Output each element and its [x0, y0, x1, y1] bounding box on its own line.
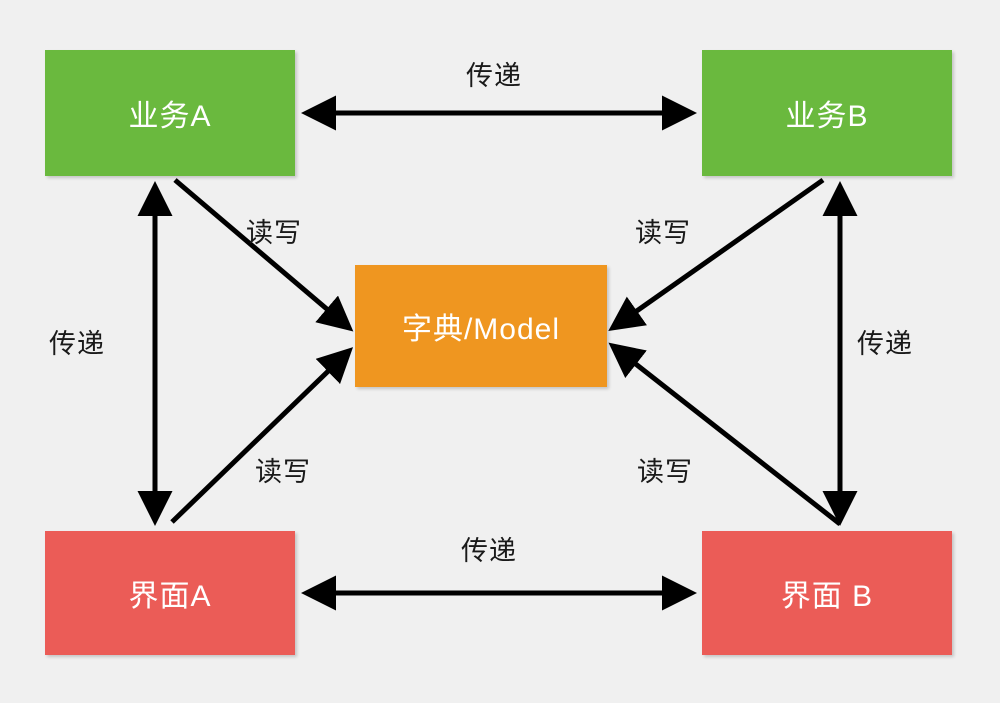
- edge-biz-b-model: [608, 177, 825, 332]
- edge-biz-a-model: [173, 178, 354, 332]
- node-ui-a[interactable]: 界面A: [45, 531, 295, 655]
- edge-label-ui-a-ui-b: 传递: [461, 536, 517, 566]
- node-biz-a[interactable]: 业务A: [45, 50, 295, 176]
- node-ui-a-label: 界面A: [128, 580, 212, 613]
- edge-label-biz-a-ui-a: 传递: [49, 329, 105, 359]
- node-biz-a-label: 业务A: [128, 100, 212, 133]
- edge-label-ui-a-model: 读写: [255, 457, 311, 487]
- node-model-label: 字典/Model: [401, 313, 561, 346]
- node-biz-b[interactable]: 业务B: [702, 50, 952, 176]
- edge-label-biz-a-biz-b: 传递: [466, 61, 522, 91]
- node-model[interactable]: 字典/Model: [355, 265, 607, 387]
- node-biz-b-label: 业务B: [785, 100, 869, 133]
- edge-label-biz-b-model: 读写: [635, 218, 691, 248]
- node-ui-b[interactable]: 界面 B: [702, 531, 952, 655]
- node-ui-b-label: 界面 B: [780, 580, 874, 613]
- edge-label-ui-b-model: 读写: [637, 457, 693, 487]
- edge-label-biz-a-model: 读写: [246, 218, 302, 248]
- edge-ui-b-model: [608, 342, 842, 526]
- edge-ui-a-model: [170, 347, 354, 524]
- edge-label-biz-b-ui-b: 传递: [857, 329, 913, 359]
